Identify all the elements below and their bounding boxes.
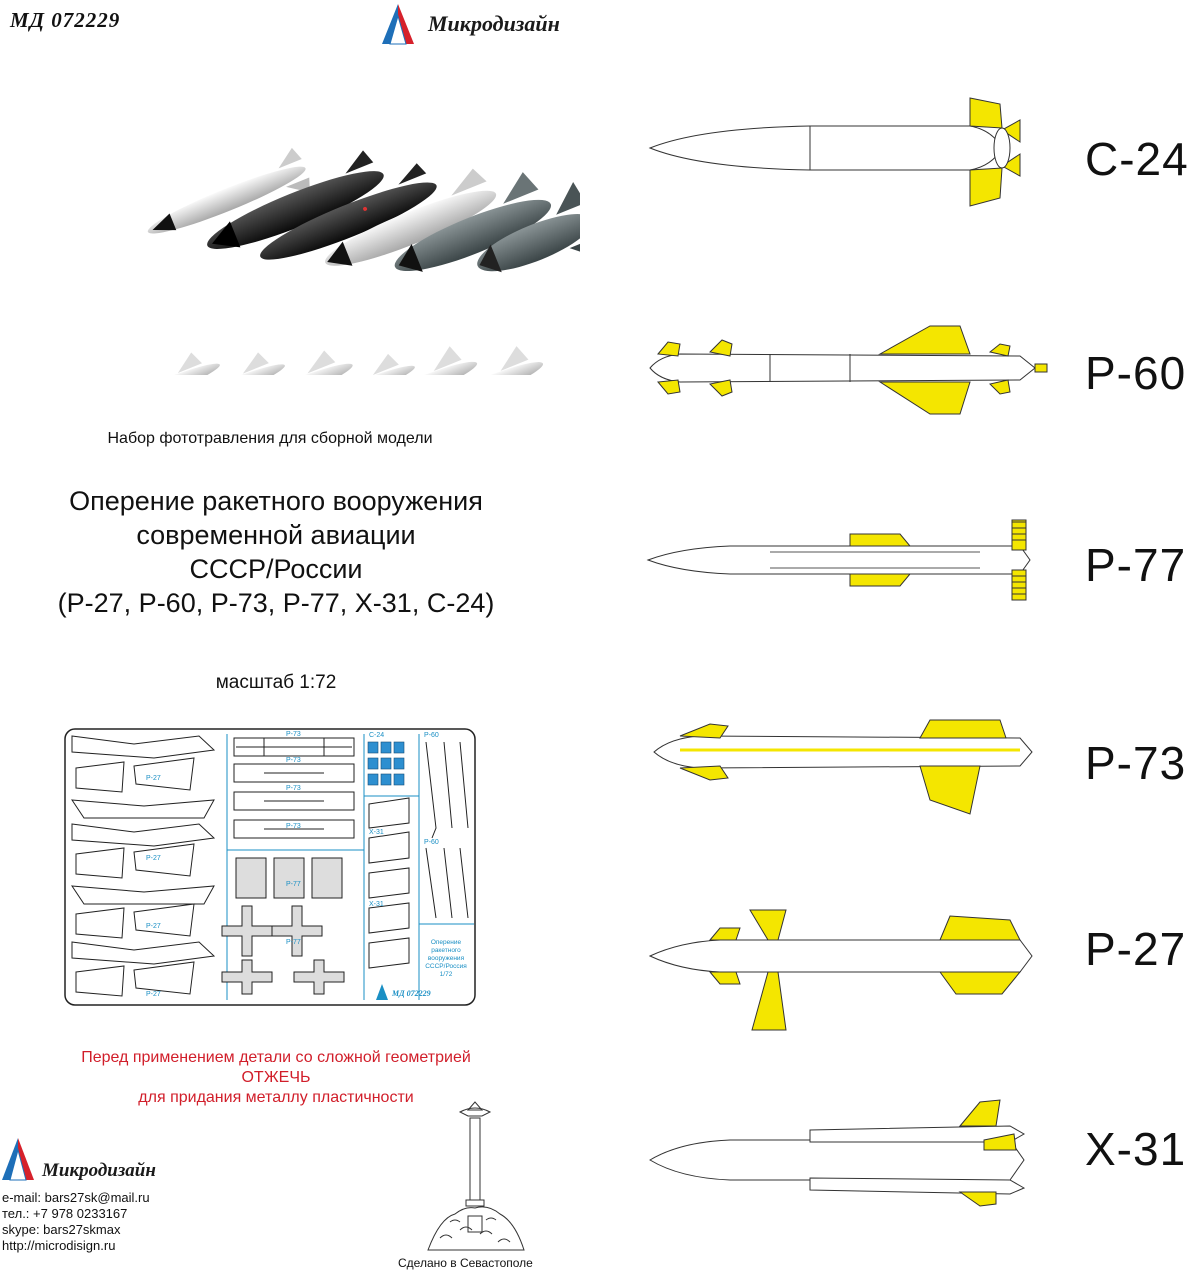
missile-label-r77: Р-77 xyxy=(1085,539,1187,591)
fret-label-r73-1: Р-73 xyxy=(286,731,301,738)
fret-note-1: Оперение xyxy=(431,939,462,946)
fret-label-r27-3: Р-27 xyxy=(146,923,161,930)
missile-label-r73: Р-73 xyxy=(1085,737,1187,789)
fret-note-2: ракетного xyxy=(431,947,461,954)
fret-label-r60-2: Р-60 xyxy=(424,839,439,846)
monument-drawing xyxy=(427,1101,525,1251)
brand-footer: Микродизайн xyxy=(0,1136,156,1182)
fret-label-r77-2: Р-77 xyxy=(286,939,301,946)
fret-note-5: 1/72 xyxy=(440,971,453,978)
fret-drawing: Р-27 Р-27 Р-27 Р-27 Р-73 Р-73 Р-73 Р-73 … xyxy=(64,728,476,1006)
contact-phone: тел.: +7 978 0233167 xyxy=(2,1206,128,1221)
title-line-4: (Р-27, Р-60, Р-73, Р-77, Х-31, С-24) xyxy=(57,588,495,618)
fret-label-r73-4: Р-73 xyxy=(286,823,301,830)
contact-skype: skype: bars27skmax xyxy=(2,1222,121,1237)
title-line-2: современной авиации xyxy=(136,520,416,550)
missile-r73-drawing xyxy=(653,719,1033,815)
fret-label-r73-3: Р-73 xyxy=(286,785,301,792)
fret-note-4: СССР/Россия xyxy=(425,963,467,970)
title-line-1: Оперение ракетного вооружения xyxy=(69,486,483,516)
fret-label-r77-1: Р-77 xyxy=(286,881,301,888)
contact-website[interactable]: http://microdisign.ru xyxy=(2,1238,116,1253)
fret-label-x31-2: Х-31 xyxy=(369,901,384,908)
fret-label-c24: С-24 xyxy=(369,732,384,739)
anneal-warning: Перед применением детали со сложной геом… xyxy=(0,1048,552,1108)
brand-header: Микродизайн xyxy=(378,2,560,46)
missile-r27-drawing xyxy=(648,909,1033,1031)
missile-label-x31: Х-31 xyxy=(1085,1123,1187,1175)
kit-subtitle: Набор фототравления для сборной модели xyxy=(107,430,433,447)
missile-r77-drawing xyxy=(646,519,1031,601)
product-photo xyxy=(86,147,580,375)
missile-c24-drawing xyxy=(648,97,1021,207)
brand-logo-icon xyxy=(382,4,414,45)
fret-label-x31-1: Х-31 xyxy=(369,829,384,836)
contact-email[interactable]: e-mail: bars27sk@mail.ru xyxy=(2,1190,150,1205)
title-line-3: СССР/России xyxy=(189,554,363,584)
contacts-block: e-mail: bars27sk@mail.ru тел.: +7 978 02… xyxy=(2,1190,150,1254)
fret-label-r60-1: Р-60 xyxy=(424,732,439,739)
missile-r60-drawing xyxy=(649,325,1048,415)
missile-label-c24: С-24 xyxy=(1085,133,1189,185)
fret-note-3: вооружения xyxy=(428,955,465,962)
scale-label: масштаб 1:72 xyxy=(215,672,337,693)
warning-line-1: Перед применением детали со сложной геом… xyxy=(81,1049,471,1066)
fret-code: МД 072229 xyxy=(391,989,431,998)
product-code: МД 072229 xyxy=(10,8,121,32)
made-in-label: Сделано в Севастополе xyxy=(398,1256,533,1270)
fret-label-r27-1: Р-27 xyxy=(146,775,161,782)
missile-label-r60: Р-60 xyxy=(1085,347,1187,399)
kit-title: Оперение ракетного вооружения современно… xyxy=(0,484,552,620)
warning-line-3: для придания металлу пластичности xyxy=(138,1089,414,1106)
missile-label-r27: Р-27 xyxy=(1085,923,1187,975)
brand-logo-icon xyxy=(2,1138,34,1181)
warning-line-2: ОТЖЕЧЬ xyxy=(241,1069,311,1086)
fret-label-r27-4: Р-27 xyxy=(146,991,161,998)
brand-name: Микродизайн xyxy=(428,11,560,36)
fret-label-r73-2: Р-73 xyxy=(286,757,301,764)
missile-x31-drawing xyxy=(649,1099,1026,1207)
missile-drawings xyxy=(646,97,1048,1207)
fret-label-r27-2: Р-27 xyxy=(146,855,161,862)
brand-name: Микродизайн xyxy=(42,1160,156,1181)
